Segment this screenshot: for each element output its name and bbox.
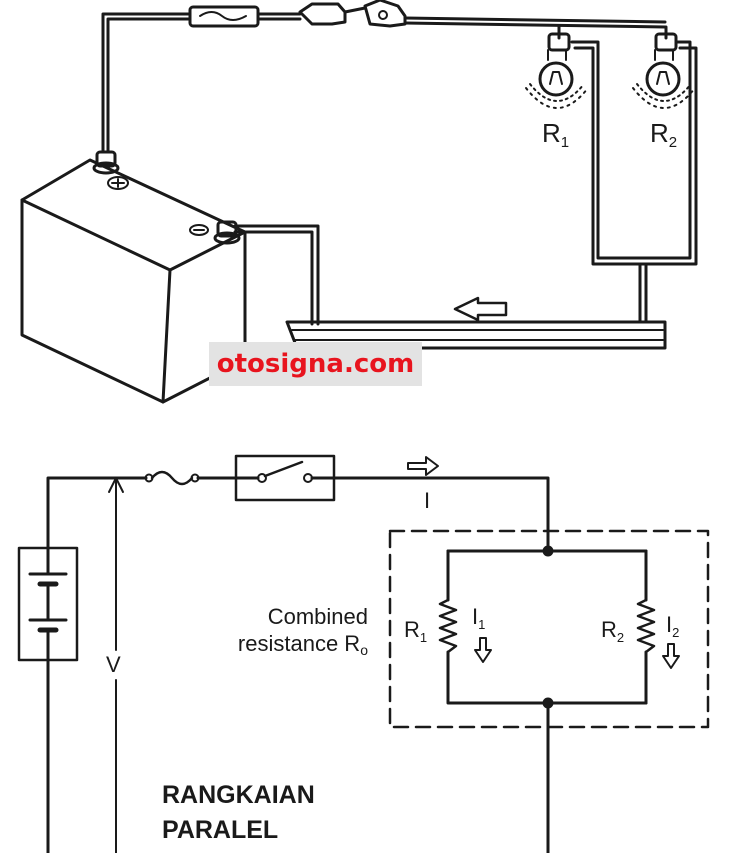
bulb-r2-label: R2 [650,118,677,151]
switch-pictorial [298,0,407,28]
caption-line2: PARALEL [162,816,278,844]
bulb-r1-label: R1 [542,118,569,151]
watermark-logo: otosigna.com [209,342,422,386]
chassis-bar [285,320,667,350]
resistor-r2-label: R2 [601,617,624,645]
voltage-dimension [108,477,124,854]
combined-resistance-line2: resistance Ro [238,631,368,658]
combined-resistance-line1: Combined [268,604,368,629]
current-arrow-i2-icon [662,643,680,669]
fuse-symbol [144,470,200,486]
junction-top [542,545,554,557]
current-arrow-i1-icon [474,637,492,663]
resistor-r1-label: R1 [404,617,427,645]
resistor-r2-symbol [636,598,656,654]
fuse-pictorial [188,5,260,28]
pictorial-wiring [101,12,698,326]
voltage-label: V [106,652,121,677]
bulb-labels: R1 R2 [542,118,677,151]
bulb-r1-icon [525,32,589,109]
current-label: I [424,488,430,513]
resistor-r1-symbol [438,598,458,654]
caption-line1: RANGKAIAN [162,781,315,809]
current-i2-label: I2 [666,612,679,640]
current-i1-label: I1 [472,604,485,632]
switch-symbol [234,454,336,502]
battery-pictorial [20,150,247,404]
schematic-wiring [46,476,648,855]
bulb-r2-icon [632,32,696,109]
chassis-arrow-icon [453,296,508,322]
battery-symbol [17,546,79,662]
combined-resistance-box [388,529,710,729]
junction-bottom [542,697,554,709]
current-arrow-icon [407,456,439,476]
